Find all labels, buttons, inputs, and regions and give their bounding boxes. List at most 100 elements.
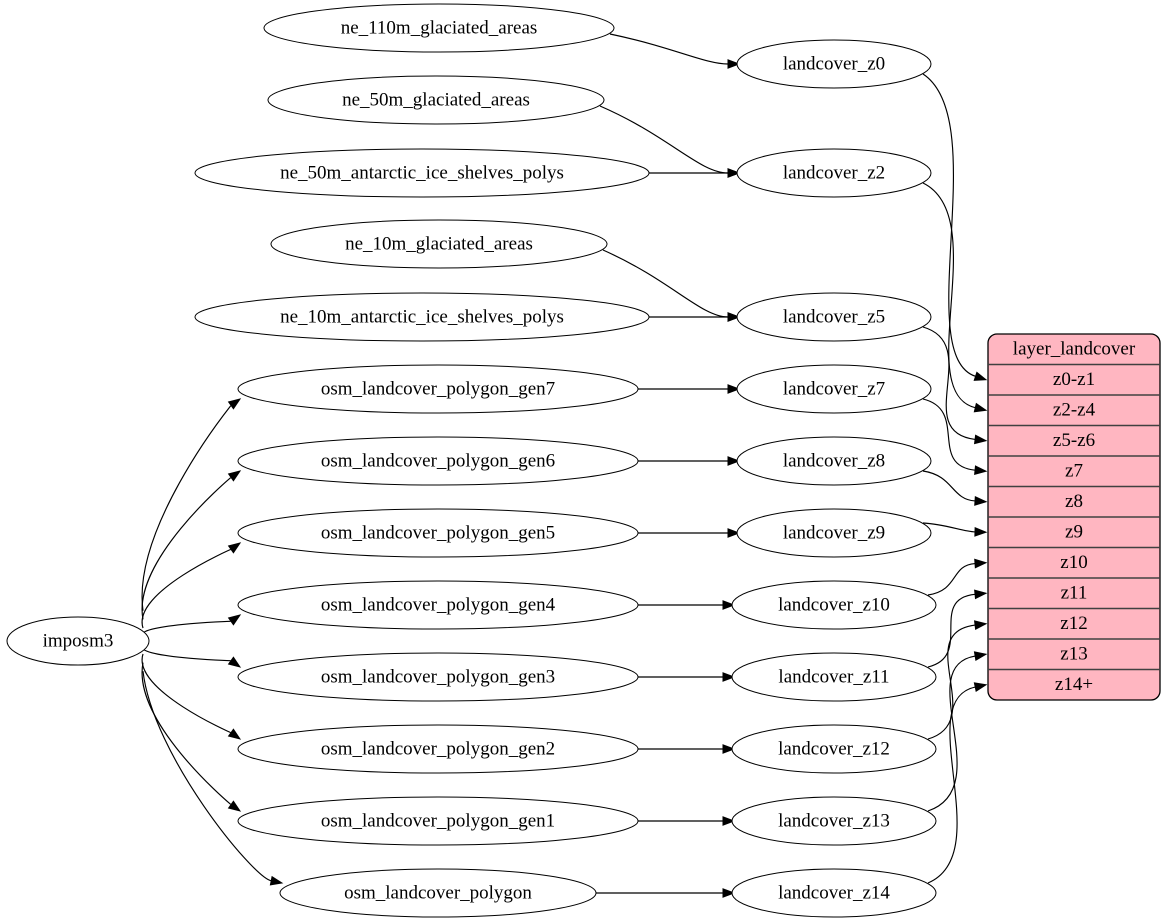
nodes-layer: ne_110m_glaciated_areas ne_50m_glaciated_…: [6, 3, 937, 918]
edge-osm-osm_landcover_polygon_gen1: [636, 816, 736, 826]
edge-line: [142, 671, 272, 882]
edge-arrowhead: [722, 888, 736, 898]
node-shape: [237, 580, 639, 630]
node-shape: [270, 219, 608, 269]
table-row-z13[interactable]: z13: [1060, 644, 1087, 665]
edge-line: [927, 562, 976, 596]
node-label: landcover_z2: [783, 162, 885, 183]
table-row-z14+[interactable]: z14+: [1055, 674, 1093, 695]
node-label: ne_50m_antarctic_ice_shelves_polys: [280, 162, 564, 183]
node-landcover_z0[interactable]: landcover_z0: [736, 39, 932, 89]
table-row-z7[interactable]: z7: [1065, 461, 1083, 482]
edge-arrowhead: [973, 651, 988, 662]
node-label: landcover_z8: [783, 450, 885, 471]
node-label: osm_landcover_polygon_gen4: [321, 594, 556, 615]
node-osm_landcover_polygon_gen7[interactable]: osm_landcover_polygon_gen7: [237, 364, 639, 414]
node-label: landcover_z14: [778, 882, 890, 903]
edge-lc-landcover_z13: [927, 651, 988, 812]
node-shape: [237, 508, 639, 558]
table-row-z9[interactable]: z9: [1065, 522, 1083, 543]
edge-osm-osm_landcover_polygon_gen5: [636, 528, 741, 538]
edge-osm-osm_landcover_polygon_gen4: [636, 600, 736, 610]
table-row-z10[interactable]: z10: [1060, 552, 1087, 573]
table-row-z12[interactable]: z12: [1060, 613, 1087, 634]
node-ne_50m_glaciated_areas[interactable]: ne_50m_glaciated_areas: [267, 75, 605, 125]
node-shape: [237, 724, 639, 774]
node-landcover_z10[interactable]: landcover_z10: [731, 580, 937, 630]
node-label: osm_landcover_polygon_gen7: [321, 378, 555, 399]
edges-layer: [141, 33, 988, 898]
node-landcover_z2[interactable]: landcover_z2: [736, 148, 932, 198]
edge-arrowhead: [727, 528, 741, 538]
node-label: ne_10m_antarctic_ice_shelves_polys: [280, 306, 564, 327]
edge-arrowhead: [974, 589, 988, 600]
edge-arrowhead: [722, 672, 736, 682]
node-landcover_z8[interactable]: landcover_z8: [736, 436, 932, 486]
node-label: landcover_z10: [778, 594, 890, 615]
node-ne_110m_glaciated_areas[interactable]: ne_110m_glaciated_areas: [263, 3, 615, 53]
node-shape: [736, 292, 932, 342]
edge-line: [141, 404, 232, 611]
table-header-label: layer_landcover: [1013, 339, 1136, 360]
layer-landcover-table: layer_landcover z0-z1 z2-z4 z5-z6 z7 z8 z9 z10 z…: [987, 333, 1161, 701]
table-row-z11[interactable]: z11: [1061, 583, 1088, 604]
node-osm_landcover_polygon[interactable]: osm_landcover_polygon: [279, 868, 597, 918]
edge-arrowhead: [973, 620, 988, 631]
node-ne_50m_antarctic_ice_shelves_polys[interactable]: ne_50m_antarctic_ice_shelves_polys: [194, 148, 650, 198]
node-osm_landcover_polygon_gen1[interactable]: osm_landcover_polygon_gen1: [237, 796, 639, 846]
edge-arrowhead: [227, 656, 242, 668]
table-row-z5-z6[interactable]: z5-z6: [1053, 430, 1095, 451]
node-osm_landcover_polygon_gen2[interactable]: osm_landcover_polygon_gen2: [237, 724, 639, 774]
edge-arrowhead: [227, 728, 242, 740]
node-shape: [237, 796, 639, 846]
edge-arrowhead: [974, 526, 988, 537]
node-osm_landcover_polygon_gen3[interactable]: osm_landcover_polygon_gen3: [237, 652, 639, 702]
edge-arrowhead: [974, 465, 988, 476]
node-ne_10m_glaciated_areas[interactable]: ne_10m_glaciated_areas: [270, 219, 608, 269]
node-label: landcover_z12: [778, 738, 890, 759]
node-shape: [731, 868, 937, 918]
node-shape: [731, 796, 937, 846]
node-osm_landcover_polygon_gen4[interactable]: osm_landcover_polygon_gen4: [237, 580, 639, 630]
node-osm_landcover_polygon_gen5[interactable]: osm_landcover_polygon_gen5: [237, 508, 639, 558]
node-landcover_z5[interactable]: landcover_z5: [736, 292, 932, 342]
node-landcover_z14[interactable]: landcover_z14: [731, 868, 937, 918]
node-shape: [237, 364, 639, 414]
edge-arrowhead: [722, 600, 736, 610]
node-label: landcover_z0: [783, 53, 885, 74]
layer-table-group[interactable]: layer_landcover z0-z1 z2-z4 z5-z6 z7 z8 z9 z10 z…: [987, 333, 1161, 701]
node-landcover_z13[interactable]: landcover_z13: [731, 796, 937, 846]
node-label: imposm3: [43, 630, 114, 651]
table-row-z0-z1[interactable]: z0-z1: [1053, 369, 1095, 390]
edge-line: [141, 476, 232, 620]
edge-lc-landcover_z2: [922, 182, 988, 413]
node-imposm3[interactable]: imposm3: [6, 616, 150, 666]
node-ne_10m_antarctic_ice_shelves_polys[interactable]: ne_10m_antarctic_ice_shelves_polys: [194, 292, 650, 342]
edge-arrowhead: [722, 816, 736, 826]
node-landcover_z7[interactable]: landcover_z7: [736, 364, 932, 414]
edge-line: [927, 655, 976, 812]
edge-arrowhead: [974, 496, 988, 506]
edge-imposm3-osm_landcover_polygon_gen1: [141, 662, 242, 812]
edge-line: [927, 686, 976, 884]
edge-line: [922, 326, 976, 440]
edge-ne-ne_50m_antarctic_ice_shelves_polys-landcover_z2: [645, 168, 741, 178]
node-shape: [731, 724, 937, 774]
edge-imposm3-osm_landcover_polygon_gen7: [141, 398, 242, 611]
node-shape: [267, 75, 605, 125]
edge-line: [599, 105, 729, 174]
node-osm_landcover_polygon_gen6[interactable]: osm_landcover_polygon_gen6: [237, 436, 639, 486]
edge-imposm3-osm_landcover_polygon_gen2: [141, 653, 242, 740]
edge-imposm3-osm_landcover_polygon: [142, 671, 284, 886]
edge-lc-landcover_z5: [922, 326, 988, 445]
node-shape: [194, 292, 650, 342]
table-row-z8[interactable]: z8: [1065, 491, 1083, 512]
node-shape: [279, 868, 597, 918]
node-landcover_z12[interactable]: landcover_z12: [731, 724, 937, 774]
edge-lc-landcover_z10: [927, 558, 988, 596]
node-landcover_z11[interactable]: landcover_z11: [731, 652, 937, 702]
node-shape: [6, 616, 150, 666]
table-row-z2-z4[interactable]: z2-z4: [1053, 400, 1096, 421]
node-landcover_z9[interactable]: landcover_z9: [736, 508, 932, 558]
